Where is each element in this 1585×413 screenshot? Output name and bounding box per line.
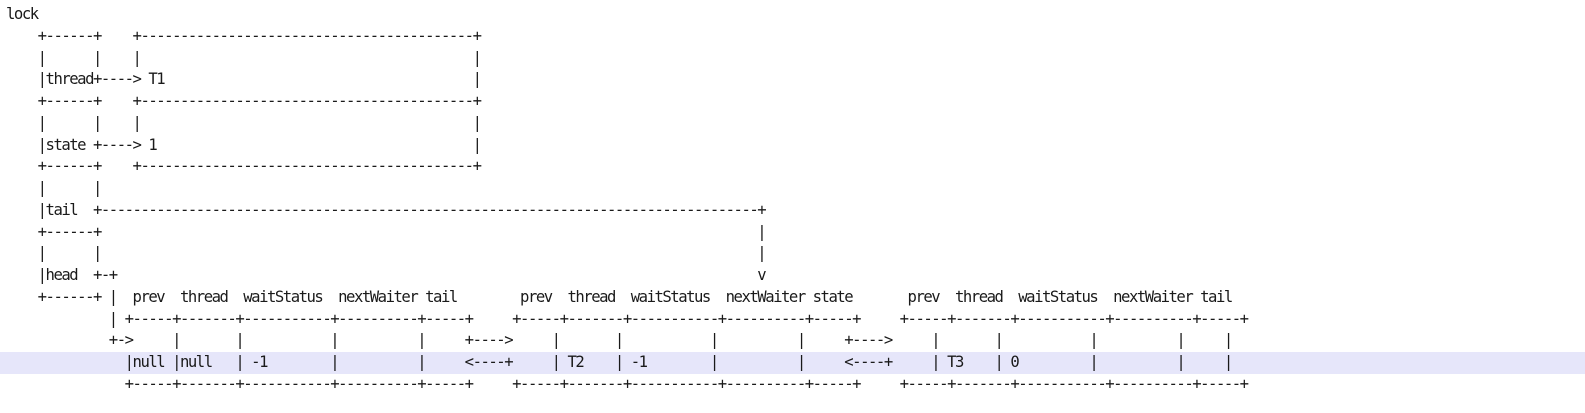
diagram-line: lock: [6, 5, 39, 23]
diagram-line: |state +----> 1 |: [6, 135, 482, 154]
diagram-line: +------+ +------------------------------…: [6, 157, 482, 176]
diagram-line: +------+ |: [6, 222, 767, 241]
diagram-line: |thread+----> T1 |: [6, 70, 482, 89]
diagram-line: |tail +---------------------------------…: [6, 200, 767, 219]
diagram-line: +-> | | | | +----> | | | | +----> | | | …: [6, 331, 1233, 350]
diagram-line: |head +-+ v: [6, 266, 767, 284]
highlighted-row: [0, 352, 1585, 374]
diagram-line: | |: [6, 179, 103, 197]
diagram-line: | +-----+-------+-----------+----------+…: [6, 309, 1249, 328]
diagram-line: | | | |: [6, 113, 482, 132]
diagram-line: |null |null | -1 | | <----+ | T2 | -1 | …: [6, 353, 1234, 371]
diagram-line: +------+ +------------------------------…: [6, 92, 482, 110]
diagram-line: | | |: [6, 244, 767, 263]
ascii-art: lock +------+ +-------------------------…: [6, 4, 1249, 396]
diagram-line: +------+ | prev thread waitStatus nextWa…: [6, 287, 1234, 306]
diagram-line: +-----+-------+-----------+----------+--…: [6, 374, 1249, 393]
diagram-line: +------+ +------------------------------…: [6, 26, 482, 45]
diagram-line: | | | |: [6, 48, 482, 67]
